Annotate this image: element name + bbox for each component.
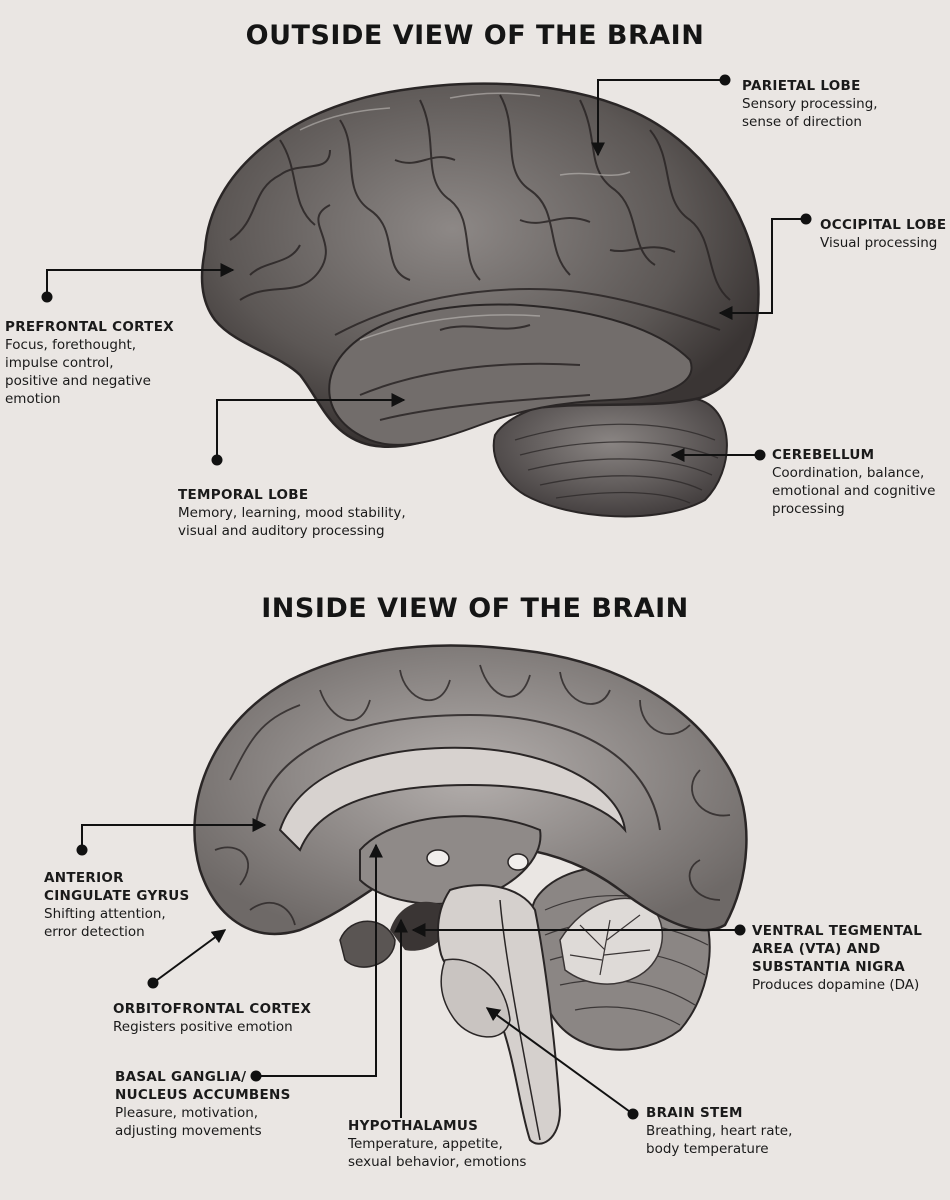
ofc-name: ORBITOFRONTAL CORTEX xyxy=(113,1000,311,1018)
temporal-lobe-name: TEMPORAL LOBE xyxy=(178,486,406,504)
parietal-lobe-desc: Sensory processing, sense of direction xyxy=(742,95,878,131)
acg-name: ANTERIOR CINGULATE GYRUS xyxy=(44,869,190,905)
parietal-lobe-name: PARIETAL LOBE xyxy=(742,77,878,95)
temporal-lobe-desc: Memory, learning, mood stability, visual… xyxy=(178,504,406,540)
occipital-lobe-name: OCCIPITAL LOBE xyxy=(820,216,946,234)
vta-desc: Produces dopamine (DA) xyxy=(752,976,922,994)
label-basal-ganglia: BASAL GANGLIA/ NUCLEUS ACCUMBENS Pleasur… xyxy=(115,1068,291,1140)
label-cerebellum: CEREBELLUM Coordination, balance, emotio… xyxy=(772,446,935,518)
label-anterior-cingulate-gyrus: ANTERIOR CINGULATE GYRUS Shifting attent… xyxy=(44,869,190,941)
cerebellum-name: CEREBELLUM xyxy=(772,446,935,464)
prefrontal-cortex-desc: Focus, forethought, impulse control, pos… xyxy=(5,336,174,408)
label-orbitofrontal-cortex: ORBITOFRONTAL CORTEX Registers positive … xyxy=(113,1000,311,1036)
label-occipital-lobe: OCCIPITAL LOBE Visual processing xyxy=(820,216,946,252)
outside-brain-illustration xyxy=(202,84,758,517)
hypothalamus-desc: Temperature, appetite, sexual behavior, … xyxy=(348,1135,526,1171)
hypothalamus-name: HYPOTHALAMUS xyxy=(348,1117,526,1135)
label-temporal-lobe: TEMPORAL LOBE Memory, learning, mood sta… xyxy=(178,486,406,540)
basal-ganglia-name: BASAL GANGLIA/ NUCLEUS ACCUMBENS xyxy=(115,1068,291,1104)
prefrontal-cortex-name: PREFRONTAL CORTEX xyxy=(5,318,174,336)
brain-stem-name: BRAIN STEM xyxy=(646,1104,792,1122)
label-prefrontal-cortex: PREFRONTAL CORTEX Focus, forethought, im… xyxy=(5,318,174,408)
label-parietal-lobe: PARIETAL LOBE Sensory processing, sense … xyxy=(742,77,878,131)
label-hypothalamus: HYPOTHALAMUS Temperature, appetite, sexu… xyxy=(348,1117,526,1171)
label-brain-stem: BRAIN STEM Breathing, heart rate, body t… xyxy=(646,1104,792,1158)
basal-ganglia-desc: Pleasure, motivation, adjusting movement… xyxy=(115,1104,291,1140)
occipital-lobe-desc: Visual processing xyxy=(820,234,946,252)
ofc-desc: Registers positive emotion xyxy=(113,1018,311,1036)
brain-stem-desc: Breathing, heart rate, body temperature xyxy=(646,1122,792,1158)
acg-desc: Shifting attention, error detection xyxy=(44,905,190,941)
vta-name: VENTRAL TEGMENTAL AREA (VTA) AND SUBSTAN… xyxy=(752,922,922,976)
label-vta-substantia-nigra: VENTRAL TEGMENTAL AREA (VTA) AND SUBSTAN… xyxy=(752,922,922,994)
cerebellum-desc: Coordination, balance, emotional and cog… xyxy=(772,464,935,518)
